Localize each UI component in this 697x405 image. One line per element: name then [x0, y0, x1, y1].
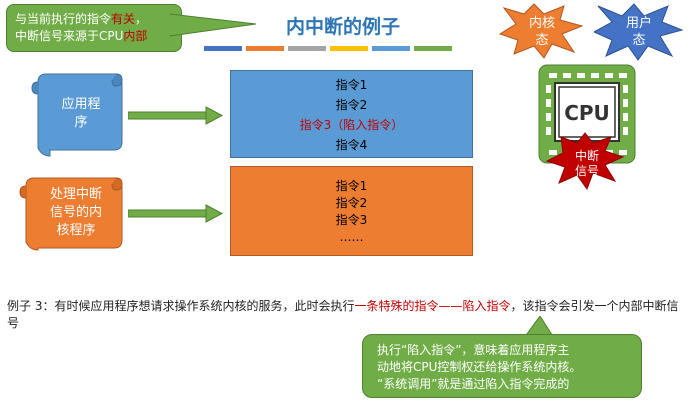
color-bar-segment — [414, 46, 452, 51]
app-instruction-4: 指令4 — [335, 138, 368, 152]
handler-program-label-line: 核程序 — [56, 223, 96, 238]
bottom-callout: 执行“陷入指令”，意味着应用程序主 动地将CPU控制权还给操作系统内核。 “系统… — [362, 334, 642, 398]
bottom-callout-tail — [523, 316, 555, 338]
color-bar-segment — [288, 46, 326, 51]
handler-program-scroll — [19, 177, 123, 251]
bottom-callout-line: 动地将CPU控制权还给操作系统内核。 — [377, 360, 582, 374]
handler-program-label: 处理中断 信号的内 核程序 — [34, 186, 118, 240]
top-callout-line2: 中断信号来源于CPU内部 — [15, 28, 173, 45]
bottom-callout-line: 执行“陷入指令”，意味着应用程序主 — [377, 343, 570, 357]
top-callout-text: 中断信号来源于CPU — [15, 29, 124, 43]
kernel-mode-label-1: 内核 — [529, 15, 555, 31]
color-bar-segment — [330, 46, 368, 51]
top-callout: 与当前执行的指令有关， 中断信号来源于CPU内部 — [6, 4, 182, 52]
example-highlight-text: 一条特殊的指令——陷入指令 — [354, 299, 511, 313]
handler-program-label-line: 处理中断 — [49, 187, 102, 202]
handler-instruction-3: 指令3 — [335, 213, 368, 227]
color-bar-segment — [204, 46, 242, 51]
app-instruction-2: 指令2 — [335, 98, 368, 112]
top-callout-line1: 与当前执行的指令有关， — [15, 11, 173, 28]
example-text: ，该指令会引发一个内部中断信号 — [7, 299, 679, 330]
app-program-label-line: 应用程 — [61, 97, 101, 112]
interrupt-signal-label-2: 信号 — [575, 164, 599, 178]
handler-instruction-2: 指令2 — [335, 196, 368, 210]
interrupt-signal-star — [545, 132, 625, 191]
top-callout-text: 与当前执行的指令 — [15, 12, 112, 26]
top-callout-text: ， — [135, 12, 148, 26]
handler-instruction-1: 指令1 — [335, 179, 368, 193]
kernel-mode-label-2: 态 — [535, 33, 548, 48]
cpu-chip-label: CPU — [564, 101, 610, 125]
handler-to-instructions-arrow — [128, 204, 224, 223]
interrupt-signal-label-1: 中断 — [575, 148, 599, 163]
color-bar-segment — [372, 46, 410, 51]
app-program-label-line: 序 — [74, 115, 88, 130]
title-color-bar — [204, 46, 452, 51]
user-mode-star: 用户 态 — [594, 3, 684, 61]
cpu-icon: CPU 中断 信号 — [538, 64, 636, 191]
app-instruction-1: 指令1 — [335, 78, 368, 92]
handler-instruction-ellipsis: …… — [339, 230, 364, 244]
page-title: 内中断的例子 — [285, 16, 400, 38]
app-instruction-box: 指令1 指令2 指令3（陷入指令） 指令4 — [230, 70, 473, 158]
app-instruction-3-trap: 指令3（陷入指令） — [299, 118, 404, 132]
app-to-instructions-arrow — [128, 106, 224, 125]
example-text: 例子 3：有时候应用程序想请求操作系统内核的服务，此时会执行 — [7, 299, 355, 313]
handler-program-label-line: 信号的内 — [49, 205, 102, 220]
app-program-label: 应用程 序 — [46, 96, 116, 132]
top-callout-red-text: 内部 — [123, 29, 148, 43]
kernel-mode-star: 内核 态 — [498, 3, 584, 59]
color-bar-segment — [246, 46, 284, 51]
handler-instruction-box: 指令1 指令2 指令3 …… — [230, 166, 473, 256]
user-mode-label-2: 态 — [632, 33, 645, 48]
example-paragraph: 例子 3：有时候应用程序想请求操作系统内核的服务，此时会执行一条特殊的指令——陷… — [7, 298, 687, 332]
top-callout-tail — [170, 13, 257, 37]
user-mode-label-1: 用户 — [626, 15, 652, 31]
app-program-scroll — [31, 73, 123, 157]
bottom-callout-line: “系统调用”就是通过陷入指令完成的 — [377, 377, 570, 391]
top-callout-red-text: 有关 — [111, 12, 136, 26]
